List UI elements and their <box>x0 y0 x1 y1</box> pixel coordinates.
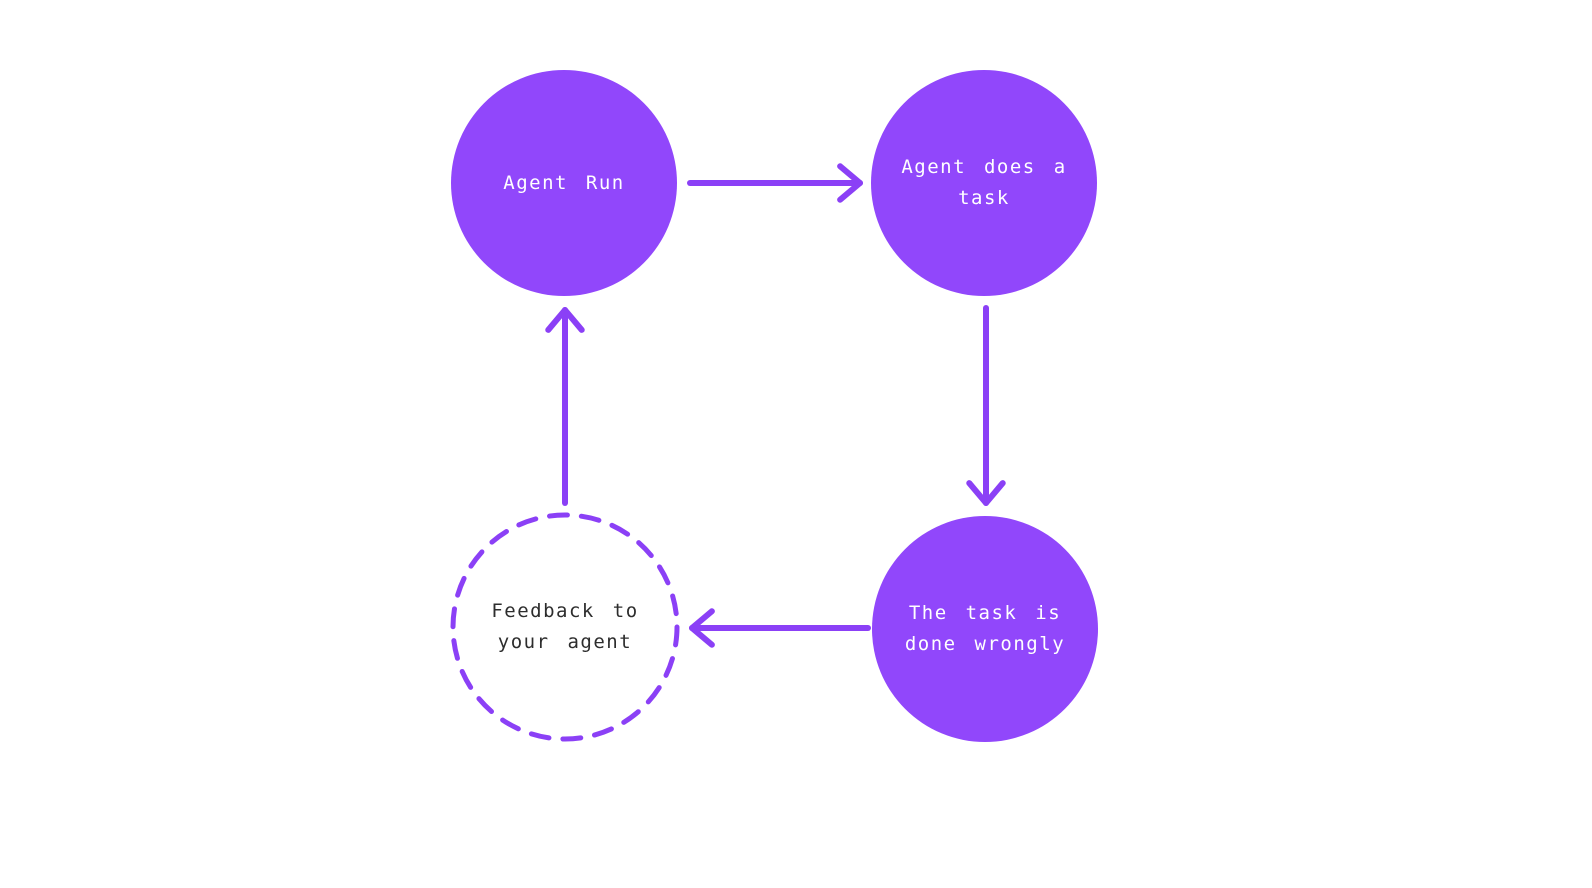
edge-wrongly-to-feedback <box>689 608 871 648</box>
edge-arrowhead-icon <box>837 163 863 203</box>
node-circle-task-done-wrongly <box>872 516 1098 742</box>
edge-task-to-wrongly <box>966 305 1006 506</box>
edge-feedback-to-run <box>545 307 585 506</box>
edge-arrowhead-icon <box>545 307 585 333</box>
node-circle-agent-does-a-task <box>871 70 1097 296</box>
node-circle-agent-run <box>451 70 677 296</box>
edge-arrowhead-icon <box>966 480 1006 506</box>
node-circle-feedback-to-agent <box>450 512 680 742</box>
edge-arrowhead-icon <box>689 608 715 648</box>
edge-run-to-task <box>687 163 863 203</box>
